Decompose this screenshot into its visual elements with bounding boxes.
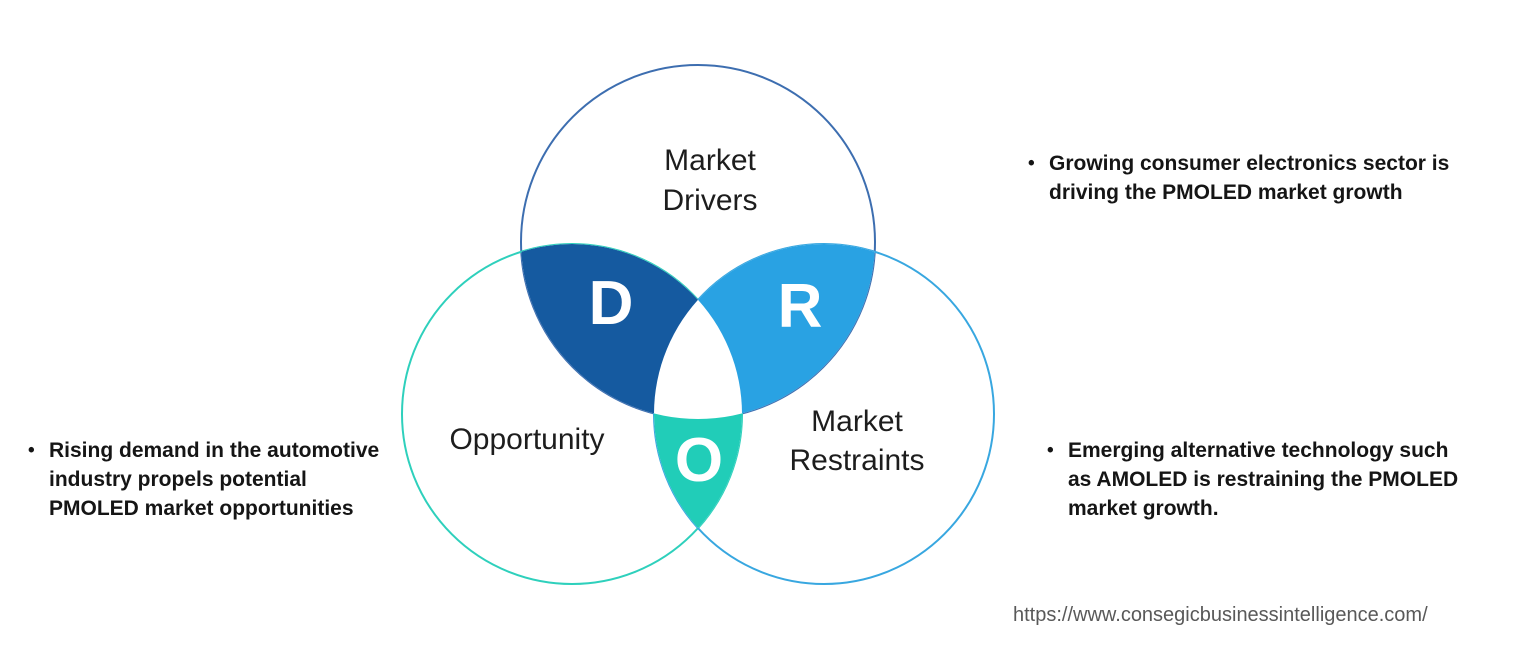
restraints-letter: R bbox=[777, 272, 823, 341]
opportunity-note: • Rising demand in the automotive indust… bbox=[28, 436, 381, 523]
bullet-icon: • bbox=[28, 440, 35, 461]
drivers-letter: D bbox=[588, 269, 634, 338]
opportunity-note-text: Rising demand in the automotive industry… bbox=[49, 439, 380, 520]
restraints-circle bbox=[653, 243, 995, 585]
source-url: https://www.consegicbusinessintelligence… bbox=[1013, 604, 1428, 626]
driver-note-text: Growing consumer electronics sector is d… bbox=[1049, 152, 1450, 204]
bullet-icon: • bbox=[1047, 440, 1054, 461]
bullet-icon: • bbox=[1028, 153, 1035, 174]
restraints-label: Market Restraints bbox=[789, 405, 925, 477]
driver-note: • Growing consumer electronics sector is… bbox=[1028, 149, 1489, 207]
drivers-label: Market Drivers bbox=[662, 144, 758, 217]
restraint-note: • Emerging alternative technology such a… bbox=[1047, 436, 1476, 523]
opportunity-label: Opportunity bbox=[449, 423, 605, 456]
drivers-circle bbox=[520, 64, 876, 420]
opportunity-circle bbox=[401, 243, 743, 585]
opportunity-letter: O bbox=[674, 426, 724, 495]
restraint-note-text: Emerging alternative technology such as … bbox=[1068, 439, 1459, 520]
